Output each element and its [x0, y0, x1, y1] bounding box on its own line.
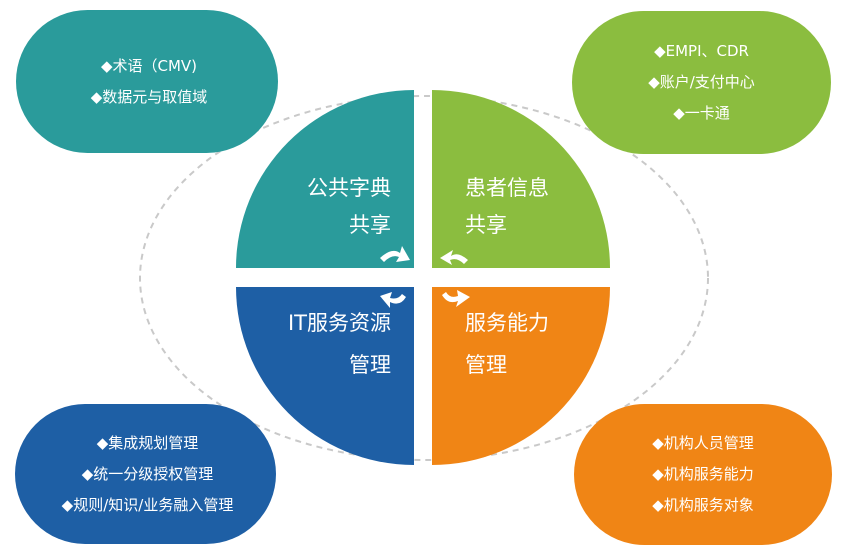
pill-item: ◆账户/支付中心	[648, 73, 755, 91]
dashed-outer-ring	[139, 95, 709, 461]
info-pill-bottom-right: ◆机构人员管理 ◆机构服务能力 ◆机构服务对象	[574, 404, 832, 545]
cycle-arrow-icon	[380, 246, 410, 262]
pill-item: ◆一卡通	[673, 104, 730, 122]
quadrant-top-left	[236, 90, 414, 268]
cycle-arrow-icon	[442, 290, 470, 307]
quadrant-label-top-left-sub: 共享	[349, 213, 391, 237]
quadrant-label-top-right-sub: 共享	[465, 213, 507, 237]
pill-item: ◆数据元与取值域	[90, 87, 208, 106]
quadrant-label-bottom-right-sub: 管理	[465, 353, 507, 377]
pill-item: ◆集成规划管理	[96, 433, 199, 452]
quadrant-label-bottom-right: 服务能力	[465, 311, 549, 335]
quadrant-label-top-right: 患者信息	[465, 176, 549, 200]
pill-item: ◆EMPI、CDR	[654, 42, 749, 60]
quadrant-bottom-right	[432, 287, 610, 465]
info-pill-top-right: ◆EMPI、CDR ◆账户/支付中心 ◆一卡通	[572, 11, 831, 154]
info-pill-top-left: ◆术语（CMV) ◆数据元与取值域	[16, 10, 278, 153]
quadrant-label-bottom-left: IT服务资源	[288, 311, 391, 335]
quadrant-bottom-left	[236, 287, 414, 465]
cycle-arrow-icon	[380, 292, 406, 308]
pill-item: ◆术语（CMV)	[100, 56, 198, 75]
info-pill-bottom-left: ◆集成规划管理 ◆统一分级授权管理 ◆规则/知识/业务融入管理	[15, 404, 276, 544]
pill-item: ◆规则/知识/业务融入管理	[61, 495, 234, 514]
pill-item: ◆机构人员管理	[652, 434, 754, 452]
pill-item: ◆机构服务对象	[652, 496, 754, 514]
pill-item: ◆机构服务能力	[652, 465, 754, 483]
quadrant-top-right	[432, 90, 610, 268]
pill-item: ◆统一分级授权管理	[81, 464, 214, 483]
cycle-arrow-icon	[440, 250, 468, 265]
quadrant-label-bottom-left-sub: 管理	[349, 353, 391, 377]
quadrant-label-top-left: 公共字典	[307, 176, 391, 200]
